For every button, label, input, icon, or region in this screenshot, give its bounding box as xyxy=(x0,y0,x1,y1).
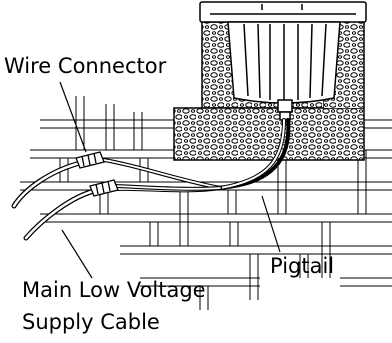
label-leaders xyxy=(59,81,281,279)
light-fixture-icon xyxy=(199,1,367,121)
pigtail-label: Pigtail xyxy=(270,254,335,278)
wire-connector-label: Wire Connector xyxy=(4,54,167,78)
main-supply-cable xyxy=(11,158,222,241)
main-cable-label-line1: Main Low Voltage xyxy=(22,278,206,302)
main-cable-label-line2: Supply Cable xyxy=(22,310,160,334)
wire-connector-icon xyxy=(75,151,119,197)
